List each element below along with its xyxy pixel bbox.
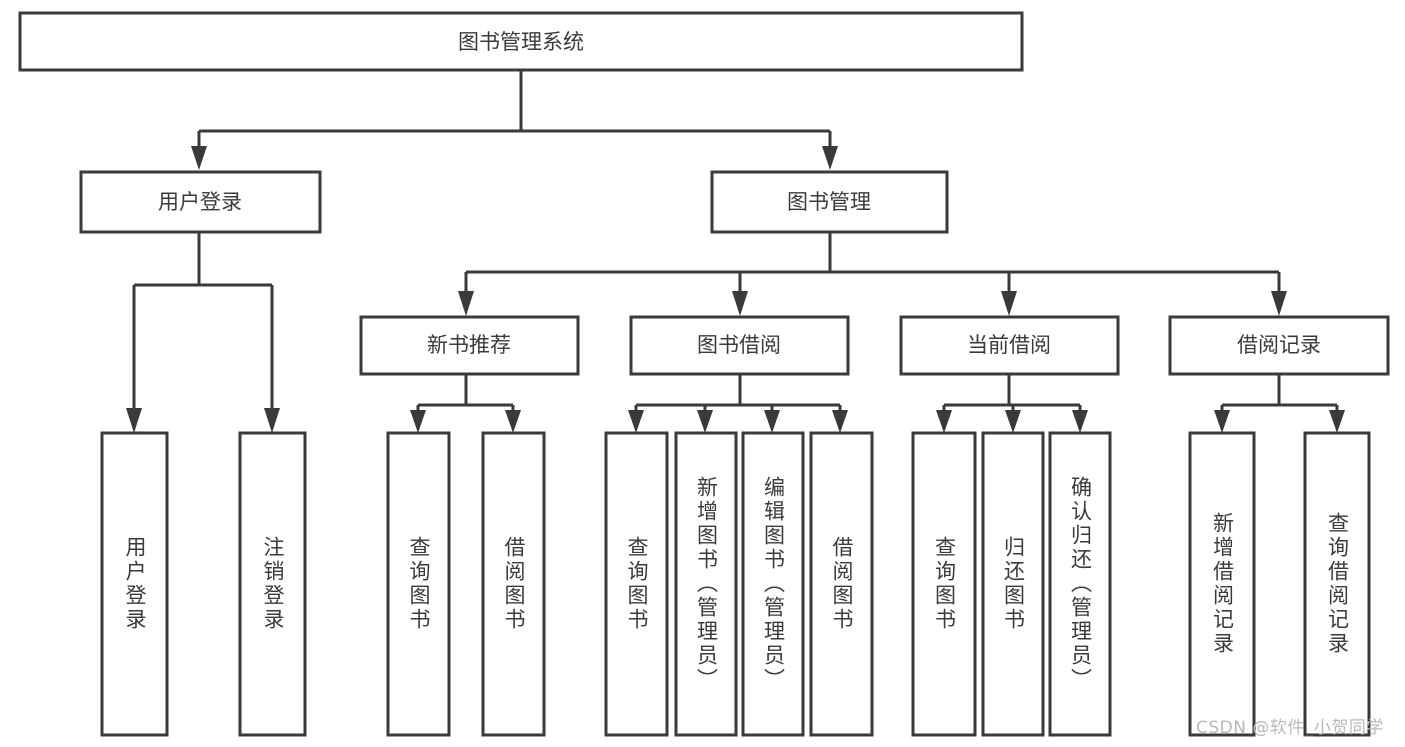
leaf-box-user-login[interactable] (100, 431, 169, 737)
node-user-login-box[interactable] (79, 170, 322, 234)
arrow-head-user-login (191, 146, 207, 170)
arrow-head-leaf-logout (264, 408, 280, 433)
arrow-head-book-manage (822, 146, 838, 170)
leaf-box-nb-query-book[interactable] (386, 431, 451, 737)
arrow-head-bb-borrow (832, 410, 848, 433)
node-book-manage-label: 图书管理 (787, 190, 871, 214)
arrow-head-nb-borrow (505, 410, 521, 433)
arrow-head-br-add (1214, 410, 1230, 433)
arrow-head-leaf-user-login (126, 408, 142, 433)
arrow-head-cb-confirm (1072, 410, 1088, 433)
node-current-borrow-box[interactable] (899, 315, 1120, 376)
arrow-head-current-borrow (1001, 291, 1017, 316)
arrow-head-book-borrow (732, 291, 748, 316)
leaf-boxes-book-borrow (604, 431, 874, 737)
node-borrow-record[interactable]: 借阅记录 (1168, 315, 1390, 376)
leaf-box-br-query-record[interactable] (1303, 431, 1371, 737)
node-borrow-record-box[interactable] (1168, 315, 1390, 376)
leaf-box-bb-edit-book[interactable] (741, 431, 805, 737)
node-user-login-label: 用户登录 (158, 190, 242, 214)
node-new-book-recommend-box[interactable] (359, 315, 580, 376)
leaf-box-logout[interactable] (238, 431, 307, 737)
leaf-box-cb-confirm-return[interactable] (1048, 431, 1112, 737)
connector-new-book-to-leaves (410, 374, 521, 433)
leaf-box-cb-query-book[interactable] (911, 431, 977, 737)
node-current-borrow-label: 当前借阅 (967, 333, 1051, 357)
node-new-book-recommend[interactable]: 新书推荐 (359, 315, 580, 376)
connector-borrow-record-to-leaves (1214, 374, 1345, 433)
node-book-borrow[interactable]: 图书借阅 (629, 315, 850, 376)
leaf-boxes-user-login (100, 431, 307, 737)
leaf-box-bb-query-book[interactable] (604, 431, 669, 737)
node-new-book-recommend-label: 新书推荐 (427, 333, 511, 357)
connector-root-to-level2 (191, 70, 838, 170)
node-root-system-box[interactable] (18, 11, 1024, 72)
arrow-head-bb-add (697, 410, 713, 433)
arrow-head-bb-edit (764, 410, 780, 433)
leaf-boxes-borrow-record (1188, 431, 1371, 737)
arrow-head-bb-query (628, 410, 644, 433)
node-book-manage[interactable]: 图书管理 (710, 170, 949, 234)
arrow-head-new-book (458, 291, 474, 316)
arrow-head-borrow-record (1271, 291, 1287, 316)
leaf-box-bb-borrow-book[interactable] (809, 431, 874, 737)
leaf-box-br-add-record[interactable] (1188, 431, 1256, 737)
leaf-boxes-current-borrow (911, 431, 1112, 737)
connector-user-login-to-leaves (126, 232, 280, 433)
node-current-borrow[interactable]: 当前借阅 (899, 315, 1120, 376)
connector-book-manage-to-level3 (458, 232, 1287, 316)
node-book-borrow-box[interactable] (629, 315, 850, 376)
leaf-boxes-new-book-recommend (386, 431, 546, 737)
node-book-manage-box[interactable] (710, 170, 949, 234)
node-book-borrow-label: 图书借阅 (697, 333, 781, 357)
node-root-system-label: 图书管理系统 (458, 30, 584, 54)
leaf-box-nb-borrow-book[interactable] (481, 431, 546, 737)
connector-current-borrow-to-leaves (936, 374, 1088, 433)
node-user-login[interactable]: 用户登录 (79, 170, 322, 234)
node-borrow-record-label: 借阅记录 (1237, 333, 1321, 357)
arrow-head-cb-return (1005, 410, 1021, 433)
connector-book-borrow-to-leaves (628, 374, 848, 433)
leaf-box-cb-return-book[interactable] (981, 431, 1045, 737)
node-root-system[interactable]: 图书管理系统 (18, 11, 1024, 72)
arrow-head-br-query (1329, 410, 1345, 433)
arrow-head-cb-query (936, 410, 952, 433)
arrow-head-nb-query (410, 410, 426, 433)
leaf-box-bb-add-book[interactable] (674, 431, 738, 737)
csdn-watermark: CSDN @软件_小贺同学 (1196, 718, 1384, 738)
